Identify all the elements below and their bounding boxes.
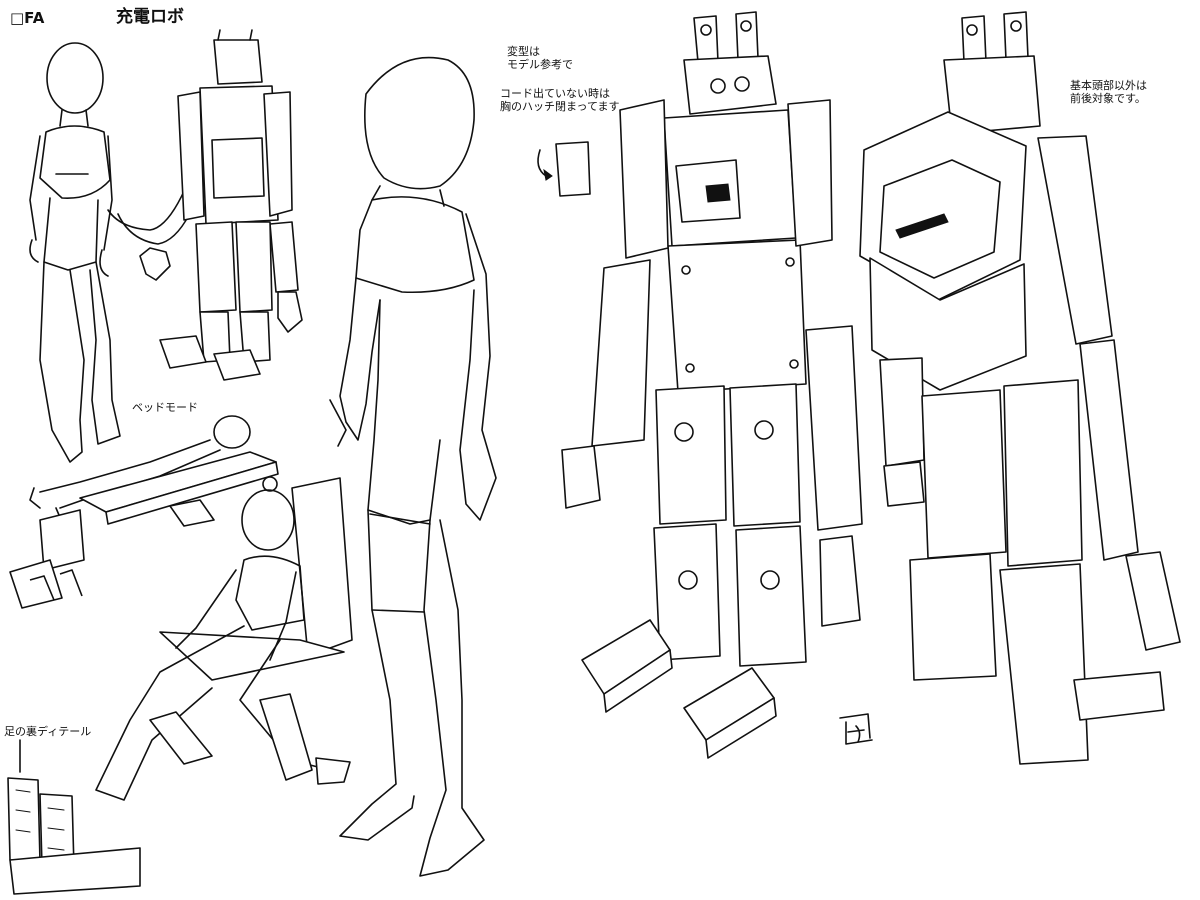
- sheet-code: □FA: [10, 9, 45, 27]
- artist-signature: [839, 713, 873, 745]
- hatch-panel-sketch: [537, 141, 591, 197]
- symmetry-note-line-1: 基本頭部以外は: [1070, 79, 1147, 92]
- small-charging-robot: [107, 29, 303, 381]
- large-girl-figure: [329, 56, 497, 877]
- symmetry-note: 基本頭部以外は 前後対象です。: [1070, 79, 1147, 105]
- sole-detail-label: 足の裏ディテール: [4, 725, 92, 738]
- transform-note-line-2: モデル参考で: [507, 57, 573, 71]
- seated-robot-chair: [95, 476, 353, 801]
- symmetry-note-line-2: 前後対象です。: [1070, 91, 1146, 105]
- hatch-note: コード出ていない時は 胸のハッチ閉まってます: [500, 87, 620, 113]
- sheet-title: 充電ロボ: [116, 7, 184, 27]
- small-girl-figure: [29, 42, 121, 463]
- large-robot-back: [859, 11, 1181, 765]
- bed-mode-robot: [9, 415, 279, 609]
- hatch-note-line-2: 胸のハッチ閉まってます: [500, 99, 620, 113]
- transform-note: 変型は モデル参考で: [507, 45, 573, 71]
- hatch-note-line-1: コード出ていない時は: [500, 87, 610, 100]
- transform-note-line-1: 変型は: [507, 45, 540, 58]
- bed-mode-label: ベッドモード: [132, 401, 198, 414]
- foot-sole-detail: [7, 739, 141, 895]
- large-robot-front: [561, 11, 863, 759]
